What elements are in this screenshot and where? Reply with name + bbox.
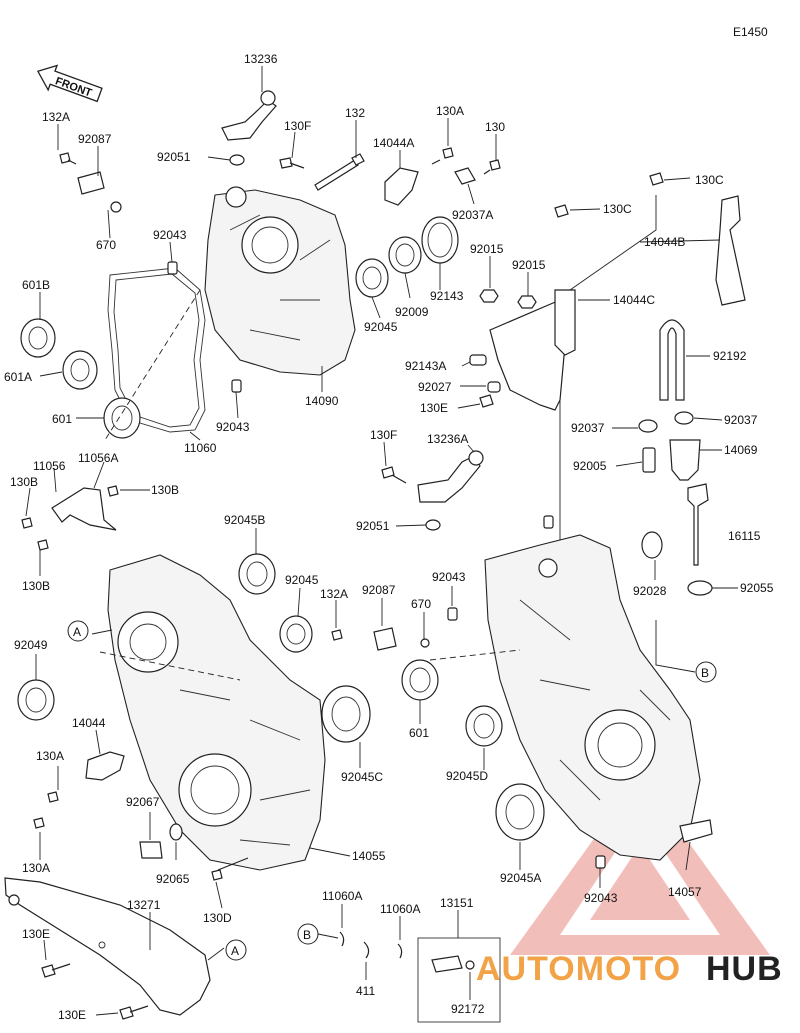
watermark-logo: [510, 775, 770, 955]
part-label: 92037A: [452, 208, 493, 222]
part-label: 92043: [216, 420, 250, 434]
part-label: 11060: [184, 441, 217, 455]
part-label: 130E: [22, 927, 50, 941]
part-label: 11060A: [380, 902, 420, 916]
part-label: 130C: [695, 173, 724, 187]
part-label: 13236A: [427, 432, 468, 446]
part-label: 130F: [370, 428, 397, 442]
part-label: 130D: [203, 911, 232, 925]
part-label: 92037: [724, 413, 758, 427]
front-arrow-icon: FRONT: [36, 64, 103, 103]
part-label: 130B: [10, 475, 38, 489]
shift-arm-assembly: [21, 450, 484, 551]
part-label: 132A: [320, 587, 348, 601]
part-label: 92143A: [405, 359, 446, 373]
part-label: 132: [345, 106, 365, 120]
part-label: 601B: [22, 278, 50, 292]
part-label: 670: [96, 238, 116, 252]
part-label: 92009: [395, 305, 429, 319]
part-label: 92051: [157, 150, 191, 164]
part-label: 601: [409, 726, 429, 740]
part-label: 92043: [584, 891, 618, 905]
part-label: 92192: [713, 349, 747, 363]
crankcase-left: [17, 553, 430, 881]
part-label: 11060A: [322, 889, 362, 903]
part-label: 13236: [244, 52, 278, 66]
part-label: 411: [356, 984, 375, 998]
part-label: 130B: [22, 579, 50, 593]
part-label: 92043: [153, 228, 187, 242]
part-label: 14044: [72, 716, 106, 730]
guard-assembly: [4, 877, 501, 1023]
part-label: 14044B: [644, 235, 685, 249]
part-label: 92045C: [341, 770, 383, 784]
svg-text:B: B: [303, 928, 311, 942]
part-label: 92015: [512, 258, 546, 272]
part-label: 670: [411, 597, 431, 611]
part-label: 132A: [42, 110, 70, 124]
callout-a-left: A: [67, 620, 89, 642]
part-label: 92055: [740, 581, 774, 595]
part-label: 92045D: [446, 769, 488, 783]
leader-lines: [25, 66, 738, 1016]
part-label: 92051: [356, 519, 390, 533]
part-label: 130A: [22, 861, 50, 875]
brand-text-hub: HUB: [706, 950, 783, 988]
part-label: 92015: [470, 242, 504, 256]
svg-text:B: B: [701, 666, 709, 680]
part-label: 13271: [127, 898, 161, 912]
part-label: 11056: [33, 459, 66, 473]
part-label: 92067: [126, 795, 160, 809]
part-label: 14044A: [373, 136, 414, 150]
part-labels: 13236 132A 92087 670 130F 92051 132 130A…: [4, 52, 774, 1022]
diagram-code: E1450: [733, 25, 768, 39]
part-label: 130F: [284, 119, 311, 133]
part-label: 16115: [728, 529, 761, 543]
part-label: 11056A: [78, 451, 118, 465]
front-cover-assembly: [20, 90, 501, 439]
part-label: 601A: [4, 370, 32, 384]
part-label: 92143: [430, 289, 464, 303]
brand-watermark: AUTOMOTO HUB: [476, 950, 783, 988]
part-label: 14069: [724, 443, 758, 457]
brand-text-automoto: AUTOMOTO: [476, 950, 681, 988]
part-label: 92037: [571, 421, 605, 435]
callout-a-bottom: A: [225, 939, 247, 961]
crankcase-right: [401, 515, 713, 869]
part-label: 92087: [78, 132, 112, 146]
part-label: 92172: [451, 1002, 485, 1016]
part-label: 130A: [36, 749, 64, 763]
callout-b-bottom: B: [297, 923, 319, 945]
part-label: 130E: [420, 401, 448, 415]
part-label: 130C: [603, 202, 632, 216]
part-label: 130A: [436, 104, 464, 118]
part-label: 14055: [352, 849, 386, 863]
part-label: 92027: [418, 380, 452, 394]
part-label: 92045B: [224, 513, 265, 527]
part-label: 13151: [440, 896, 474, 910]
part-label: 601: [52, 412, 72, 426]
part-label: 92043: [432, 570, 466, 584]
part-label: 130E: [58, 1008, 86, 1022]
part-label: 92005: [573, 459, 607, 473]
part-label: 92045: [364, 320, 398, 334]
part-label: 92045A: [500, 871, 541, 885]
part-label: 92028: [633, 584, 667, 598]
part-label: 14044C: [613, 293, 655, 307]
svg-text:A: A: [73, 625, 81, 639]
part-label: 130B: [151, 483, 179, 497]
part-label: 92049: [14, 638, 48, 652]
callout-b-right: B: [695, 661, 717, 683]
part-label: 14090: [305, 394, 339, 408]
part-label: 92087: [362, 583, 396, 597]
part-label: 92045: [285, 573, 319, 587]
breather-bracket-assembly: [469, 172, 746, 596]
part-label: 130: [485, 120, 505, 134]
svg-text:A: A: [231, 944, 239, 958]
part-label: 92065: [156, 872, 190, 886]
part-label: 14057: [668, 885, 702, 899]
